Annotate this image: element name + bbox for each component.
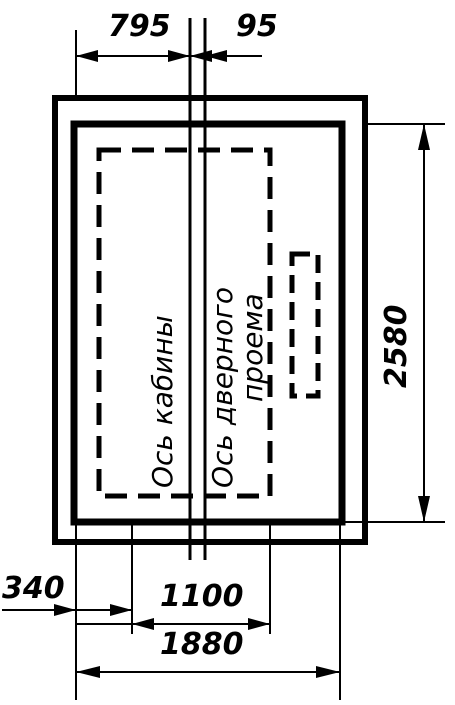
dim-795-arrow-right <box>168 50 190 62</box>
dim-95-label: 95 <box>236 9 278 44</box>
dim-1880-label: 1880 <box>160 627 244 662</box>
dim-95-arrow-right <box>205 50 227 62</box>
dim-795-arrow-left <box>76 50 98 62</box>
dim-1100-arrow-right <box>248 618 270 630</box>
dim-340-arrow-left <box>54 604 76 616</box>
cabin-axis-label: Ось кабины <box>146 315 179 488</box>
shaft-inner-wall <box>70 120 346 526</box>
dim-340-arrow-right <box>110 604 132 616</box>
dim-2580-arrow-bottom <box>418 496 430 522</box>
dim-795-label: 795 <box>108 9 171 44</box>
dim-2580-arrow-top <box>418 124 430 150</box>
door-axis-label-line2: проема <box>236 293 269 402</box>
dim-1880-arrow-left <box>76 666 100 678</box>
dim-1100-label: 1100 <box>160 579 244 614</box>
dim-340-label: 340 <box>2 571 65 606</box>
dim-1880-arrow-right <box>316 666 340 678</box>
shaft-outer-wall <box>52 95 368 545</box>
dim-95-arrow-left <box>190 50 212 62</box>
door-axis-label-line1: Ось дверного <box>206 287 239 488</box>
cabin-outline <box>96 147 273 499</box>
dim-2580-label: 2580 <box>379 305 414 389</box>
counterweight-outline <box>289 251 321 399</box>
dim-1100-arrow-left <box>132 618 154 630</box>
